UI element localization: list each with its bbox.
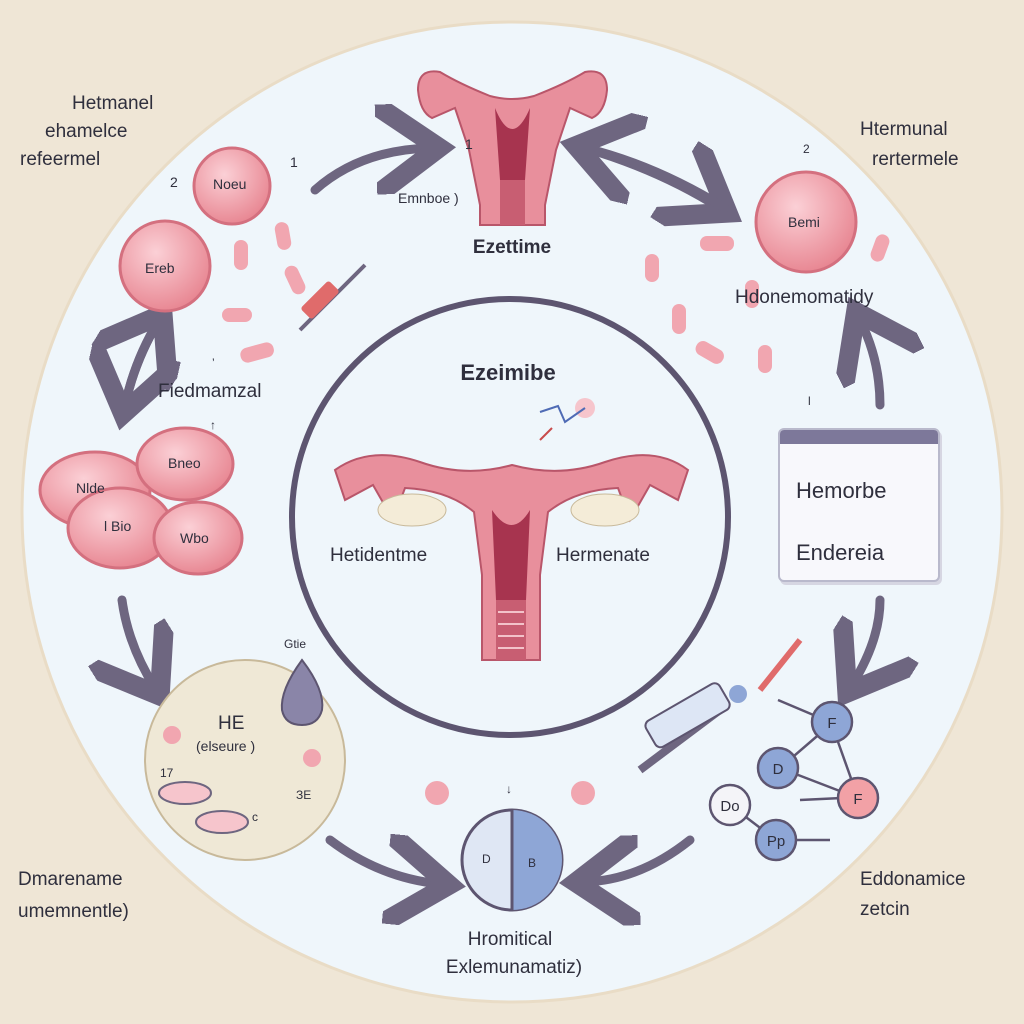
uterus-top-icon: [416, 70, 609, 226]
center-right-label: Hermenate: [556, 545, 650, 566]
arrow-topleft-to-top: [310, 148, 430, 190]
drop-icon: [280, 658, 324, 727]
drop-label: Gtie: [284, 637, 307, 651]
center-title: Ezeimibe: [460, 360, 556, 385]
arrow-bottomleft-to-bottom: [325, 840, 440, 884]
bottom-left-mark-c: ЗЕ: [296, 788, 312, 802]
bottom-caption-2: Exlemunamatiz): [445, 957, 583, 978]
center-left-label: Hetidentme: [330, 545, 428, 566]
bottom-caption-1: Hromitical: [467, 929, 553, 950]
bottom-left-mark-b: c: [252, 810, 258, 824]
network-node-label: D: [773, 761, 784, 778]
arrow-left-down2: [125, 317, 158, 405]
network-node-label: Pp: [767, 833, 785, 850]
top-right-heading-2: rertermele: [872, 149, 959, 170]
pill-label-wbo: Wbo: [180, 530, 209, 546]
top-right-caption: Hdonemomatidy: [735, 287, 874, 308]
top-number: 1: [465, 136, 473, 152]
right-info-card-titlebar: [780, 430, 938, 444]
bottom-sphere: [425, 781, 595, 912]
bottom-right-heading-2: zetcin: [860, 899, 910, 920]
pill-label-noeu: Noeu: [213, 176, 247, 192]
uterus-center-icon: [333, 454, 690, 661]
bottom-left-heading-2: umemnentle): [18, 901, 129, 922]
pill-bneo: [135, 426, 235, 502]
top-small-label: Emnboe ): [398, 190, 459, 206]
bottom-arrow-mark: ↓: [506, 782, 512, 796]
arrow-right-up: [860, 320, 880, 410]
sperm-icon: [539, 398, 595, 441]
top-title: Ezettime: [472, 237, 552, 258]
top-left-heading-3: refeermel: [20, 149, 101, 170]
node-f-right: F: [836, 776, 880, 820]
left-mark: ’: [212, 356, 215, 370]
right-info-card: Hemorbe Endereia: [778, 428, 940, 582]
top-right-heading-1: Htermunal: [860, 119, 948, 140]
bottom-left-title: HE: [218, 713, 245, 734]
bottom-left-panel: [144, 658, 346, 861]
top-left-heading-2: ehamelce: [45, 121, 128, 142]
top-right-mark: l: [808, 394, 811, 408]
node-f-top: F: [810, 700, 854, 744]
arrow-left-down: [122, 595, 155, 688]
top-left-heading-1: Hetmanel: [72, 93, 154, 114]
cycle-arrows: [122, 148, 880, 884]
sphere-left-label: D: [482, 852, 491, 866]
pill-group-top-left: [118, 146, 367, 363]
bottom-left-subtitle: (elseure ): [196, 738, 256, 754]
pill-label-bio: l Bio: [104, 518, 132, 534]
arrow-bottomright-to-bottom: [585, 840, 695, 882]
pill-group-top-right: [645, 170, 890, 373]
top-left-number-b: 1: [290, 154, 298, 170]
pill-noeu: [192, 146, 272, 226]
bottom-left-mark-a: 17: [160, 766, 174, 780]
arrow-right-down: [852, 595, 880, 685]
network-node-label: F: [853, 791, 862, 808]
sphere-right-label: B: [528, 856, 537, 870]
node-do: Do: [708, 783, 752, 827]
left-caption: Fiedmamzal: [158, 381, 262, 402]
network-node-label: F: [827, 715, 836, 732]
node-d: D: [756, 746, 800, 790]
right-info-line-2: Endereia: [796, 540, 885, 565]
pill-group-left: [38, 426, 244, 576]
pill-bemi: [754, 170, 858, 274]
top-left-number-a: 2: [170, 174, 178, 190]
network-node-label: Do: [720, 798, 739, 815]
bottom-left-heading-1: Dmarename: [18, 869, 123, 890]
pill-label-ereb: Ereb: [145, 260, 175, 276]
pill-label-bemi: Bemi: [788, 214, 820, 230]
pill-wbo: [152, 500, 244, 576]
pill-label-bneo: Bneo: [168, 455, 201, 471]
left-arrow-mark: ↑: [210, 418, 216, 432]
top-right-number: 2: [803, 142, 810, 156]
pill-ereb: [118, 219, 212, 313]
pill-label-nlde: Nlde: [76, 480, 105, 496]
arrow-topright-start: [585, 148, 730, 213]
node-pp: Pp: [754, 818, 798, 862]
bottom-right-heading-1: Eddonamice: [860, 869, 966, 890]
right-info-line-1: Hemorbe: [796, 478, 887, 503]
